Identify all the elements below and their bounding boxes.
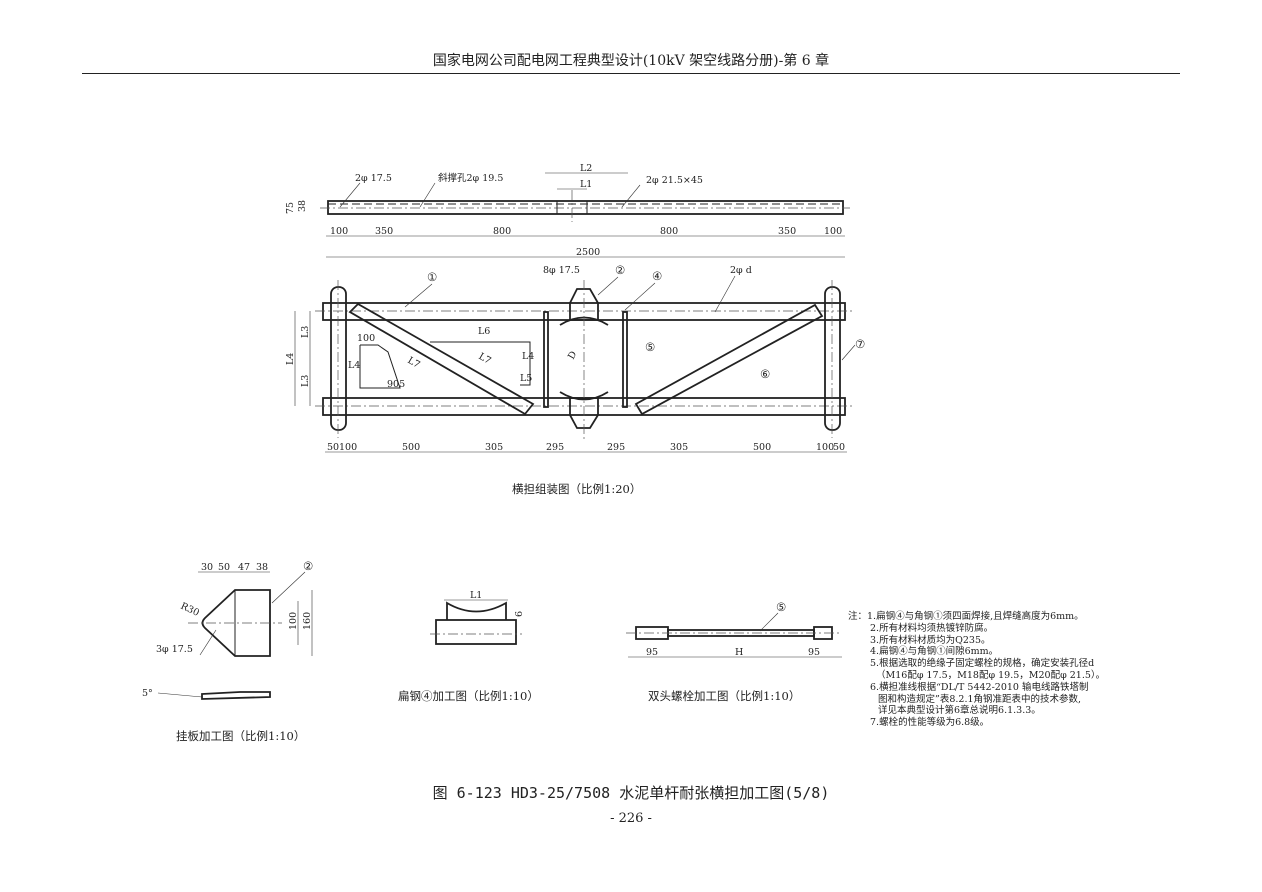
note-line: 4.扁钢④与角钢①间隙6mm。 bbox=[870, 646, 999, 658]
plate-drawing: 30 50 47 38 ② R30 3φ 17.5 100 160 5° 挂板加… bbox=[142, 559, 313, 743]
page-number: - 226 - bbox=[610, 811, 652, 826]
bolt-caption: 双头螺栓加工图（比例1:10） bbox=[648, 689, 800, 703]
bolt-dim: 95 bbox=[646, 647, 658, 658]
top-dim: 800 bbox=[660, 226, 678, 237]
note-line: 1.扁钢④与角钢①须四面焊接,且焊缝高度为6mm。 bbox=[867, 611, 1084, 622]
hole-label-3: 2φ 21.5×45 bbox=[646, 175, 703, 186]
bolt-dim: 95 bbox=[808, 647, 820, 658]
asm-dim: 50 bbox=[327, 442, 339, 453]
assembly-caption: 横担组装图（比例1:20） bbox=[512, 482, 641, 496]
callout-5: ⑤ bbox=[645, 340, 655, 354]
angle-label: 5° bbox=[142, 688, 153, 699]
page-header: 国家电网公司配电网工程典型设计(10kV 架空线路分册)-第 6 章 bbox=[432, 53, 830, 69]
notes-prefix: 注： bbox=[848, 611, 868, 622]
stud-bolt-drawing: ⑤ 95 H 95 双头螺栓加工图（比例1:10） bbox=[626, 600, 842, 703]
dim-160: 160 bbox=[302, 612, 313, 630]
asm-dim: 50 bbox=[833, 442, 845, 453]
top-view: L2 L1 2φ 17.5 斜撑孔2φ 19.5 2φ 21.5×45 75 3… bbox=[285, 163, 850, 258]
r30-label: R30 bbox=[179, 601, 201, 619]
asm-dim: 295 bbox=[607, 442, 625, 453]
top-dim: 350 bbox=[375, 226, 393, 237]
side-l3: L3 bbox=[300, 375, 311, 387]
note-line: 5.根据选取的绝缘子固定螺栓的规格，确定安装孔径d bbox=[870, 658, 1095, 670]
note-line: 详见本典型设计第6章总说明6.1.3.3。 bbox=[878, 705, 1041, 717]
dim-100: 100 bbox=[288, 612, 299, 630]
side-l4: L4 bbox=[285, 353, 296, 365]
l7-label: L7 bbox=[406, 355, 422, 371]
top-dim: 100 bbox=[330, 226, 348, 237]
assembly-view: ① 8φ 17.5 ② ④ 2φ d ⑤ ⑥ ⑦ L6 L7 L7 L4 L4 … bbox=[285, 263, 865, 496]
l1-label: L1 bbox=[580, 179, 592, 190]
note-line: 3.所有材料材质均为Q235。 bbox=[870, 634, 991, 646]
note-line: 7.螺栓的性能等级为6.8级。 bbox=[870, 717, 990, 729]
asm-dim: 295 bbox=[546, 442, 564, 453]
flat-steel-drawing: L1 6 扁钢④加工图（比例1:10） bbox=[398, 590, 539, 703]
thickness-6: 6 bbox=[514, 611, 525, 617]
callout-2: ② bbox=[615, 263, 625, 277]
callout-4: ④ bbox=[652, 269, 662, 283]
top-dim: 350 bbox=[778, 226, 796, 237]
flat-steel-caption: 扁钢④加工图（比例1:10） bbox=[398, 689, 539, 703]
asm-dim: 100 bbox=[339, 442, 357, 453]
note-line: 图和构造规定”表8.2.1角钢准距表中的技术参数, bbox=[878, 693, 1082, 705]
plate-dim: 50 bbox=[218, 562, 230, 573]
plate-dim: 47 bbox=[238, 562, 250, 573]
bolt-dim-h: H bbox=[735, 647, 743, 658]
side-l3: L3 bbox=[300, 326, 311, 338]
holes-label: 3φ 17.5 bbox=[156, 644, 193, 655]
asm-dim: 500 bbox=[402, 442, 420, 453]
holes-d-label: 2φ d bbox=[730, 265, 752, 276]
callout-7: ⑦ bbox=[855, 337, 865, 351]
callout-1: ① bbox=[427, 270, 437, 284]
l4-label: L4 bbox=[522, 351, 534, 362]
bolt-callout: ⑤ bbox=[776, 600, 786, 614]
asm-dim: 100 bbox=[816, 442, 834, 453]
l5-label: L5 bbox=[520, 373, 532, 384]
asm-dim: 305 bbox=[670, 442, 688, 453]
plate-dim: 30 bbox=[201, 562, 213, 573]
asm-dim: 305 bbox=[485, 442, 503, 453]
figure-title: 图 6-123 HD3-25/7508 水泥单杆耐张横担加工图(5/8) bbox=[432, 784, 830, 802]
plate-callout: ② bbox=[303, 559, 313, 573]
callout-6: ⑥ bbox=[760, 367, 770, 381]
plate-caption: 挂板加工图（比例1:10） bbox=[176, 729, 305, 743]
dim-905: 905 bbox=[387, 379, 405, 390]
total-length: 2500 bbox=[576, 247, 600, 258]
l4-label: L4 bbox=[348, 360, 360, 371]
top-dim: 100 bbox=[824, 226, 842, 237]
note-line: （M16配φ 17.5，M18配φ 19.5，M20配φ 21.5）。 bbox=[876, 669, 1106, 681]
plate-dim: 38 bbox=[256, 562, 268, 573]
h38-label: 38 bbox=[297, 200, 308, 212]
l1-label: L1 bbox=[470, 590, 482, 601]
diameter-d: D bbox=[566, 349, 580, 361]
header-rule bbox=[82, 73, 1180, 74]
l2-label: L2 bbox=[580, 163, 592, 174]
asm-dim: 500 bbox=[753, 442, 771, 453]
note-line: 6.横担准线根据“DL/T 5442-2010 输电线路铁塔制 bbox=[870, 681, 1089, 693]
top-dim: 800 bbox=[493, 226, 511, 237]
notes: 注：1.扁钢④与角钢①须四面焊接,且焊缝高度为6mm。 2.所有材料均须热镀锌防… bbox=[848, 611, 1105, 729]
h75-label: 75 bbox=[285, 202, 296, 214]
dim-100: 100 bbox=[357, 333, 375, 344]
l6-label: L6 bbox=[478, 326, 490, 337]
l7-label: L7 bbox=[477, 351, 493, 367]
hole-label-2: 斜撑孔2φ 19.5 bbox=[438, 172, 503, 184]
note-line: 2.所有材料均须热镀锌防腐。 bbox=[870, 622, 994, 634]
holes-8-label: 8φ 17.5 bbox=[543, 265, 580, 276]
hole-label-1: 2φ 17.5 bbox=[355, 173, 392, 184]
